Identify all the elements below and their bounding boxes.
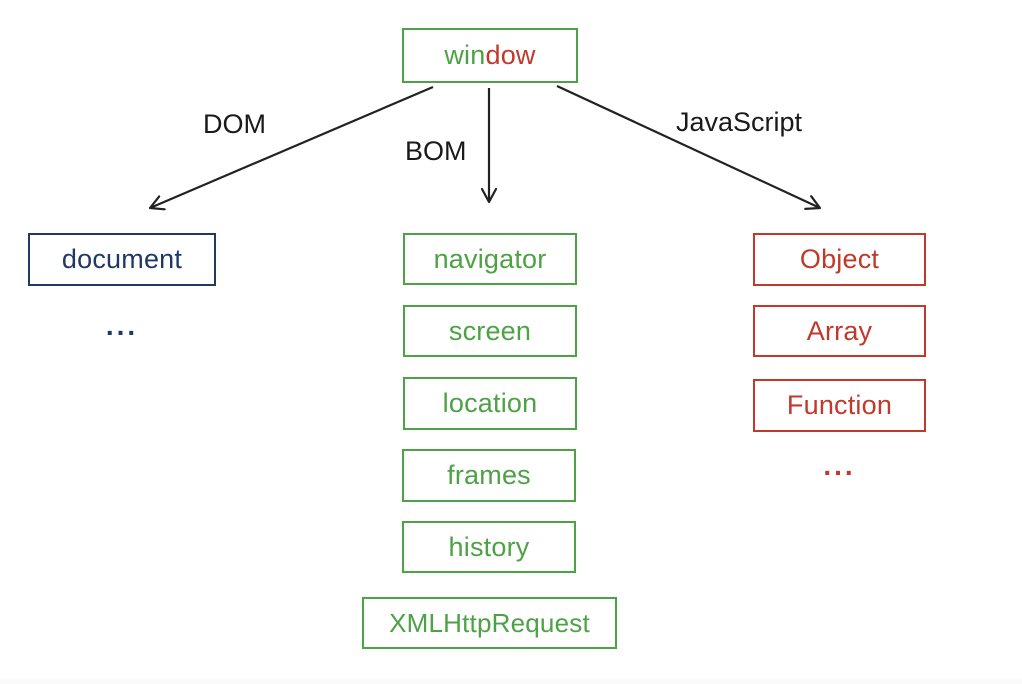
node-location: location xyxy=(403,377,577,430)
js-column-ellipsis: ... xyxy=(823,450,856,481)
node-history: history xyxy=(402,521,576,573)
edge-label-javascript: JavaScript xyxy=(676,107,803,137)
arrow-dom xyxy=(150,85,434,208)
node-frames: frames xyxy=(402,449,576,502)
edge-label-bom: BOM xyxy=(405,136,467,166)
node-screen: screen xyxy=(403,305,577,357)
node-object: Object xyxy=(753,233,926,286)
window-label-green-part: win xyxy=(444,40,486,70)
node-xmlhttprequest: XMLHttpRequest xyxy=(362,597,617,649)
window-label-red-part: dow xyxy=(485,40,536,70)
node-document: document xyxy=(28,233,216,286)
node-array: Array xyxy=(753,305,926,357)
dom-column-ellipsis: ... xyxy=(105,310,139,341)
node-navigator: navigator xyxy=(403,233,577,285)
arrow-javascript xyxy=(556,85,820,208)
node-function: Function xyxy=(753,379,926,432)
bottom-edge-strip xyxy=(0,679,1022,684)
edge-label-dom: DOM xyxy=(203,109,266,139)
